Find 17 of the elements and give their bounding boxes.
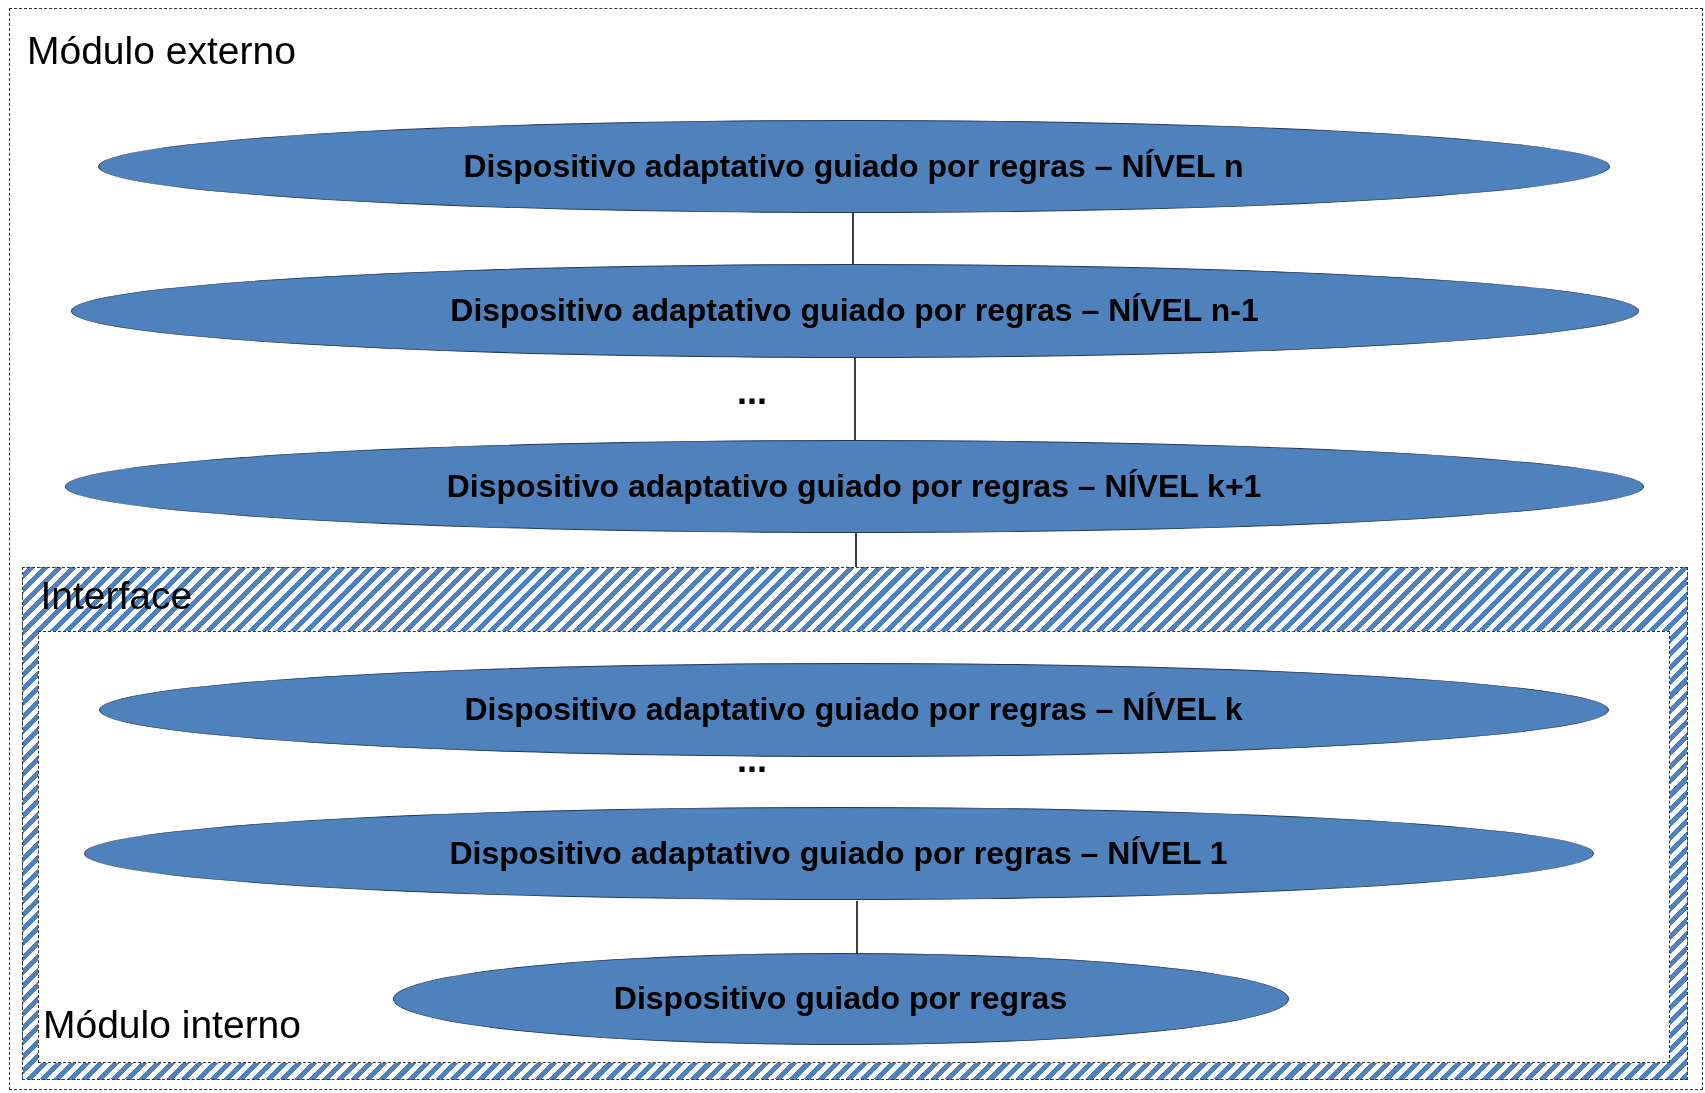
node-label: Dispositivo guiado por regras bbox=[613, 980, 1068, 1017]
node-label: Dispositivo adaptativo guiado por regras – NÍVEL n bbox=[463, 147, 1244, 185]
frame-label: Módulo externo bbox=[27, 31, 296, 70]
frame-label: Módulo interno bbox=[43, 1005, 301, 1044]
connector-line bbox=[855, 532, 857, 568]
ellipsis-label: ... bbox=[737, 374, 767, 410]
ellipsis-label: ... bbox=[737, 742, 767, 778]
node-label: Dispositivo adaptativo guiado por regras – NÍVEL k bbox=[464, 691, 1243, 728]
dashed-frame bbox=[9, 8, 1703, 1090]
dashed-frame bbox=[38, 631, 1670, 1063]
node-label: Dispositivo adaptativo guiado por regras – NÍVEL n-1 bbox=[450, 292, 1259, 329]
connector-line bbox=[852, 212, 854, 265]
connector-line bbox=[854, 357, 856, 441]
hatched-band bbox=[21, 566, 1688, 1080]
connector-line bbox=[856, 900, 858, 955]
node-label: Dispositivo adaptativo guiado por regras – NÍVEL 1 bbox=[449, 834, 1228, 872]
node-label: Dispositivo adaptativo guiado por regras – NÍVEL k+1 bbox=[446, 467, 1262, 505]
